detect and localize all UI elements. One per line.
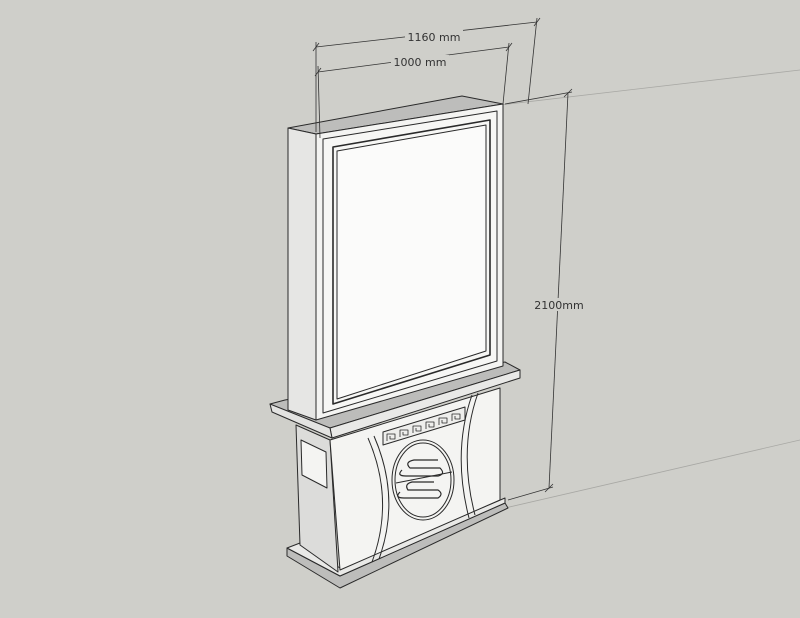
medallion-inner: [394, 442, 452, 518]
front-arc-right: [466, 392, 479, 516]
front-arc-right-inner: [460, 394, 473, 519]
dimension-height: [504, 88, 573, 501]
dimension-label-2100: 2100mm: [534, 299, 583, 312]
greek-key-pattern: [386, 413, 461, 441]
frame-panel: [336, 124, 487, 400]
label-bg: [391, 55, 449, 68]
front-arc-left-inner: [373, 435, 390, 560]
label-bg: [534, 298, 584, 311]
medallion: [391, 439, 455, 521]
shelf-side: [269, 403, 333, 439]
base-side-window: [300, 439, 328, 489]
front-arc-left: [367, 437, 383, 563]
axis-guides: [499, 69, 800, 509]
greek-key-frieze: [382, 406, 466, 446]
dimension-label-1160: 1160 mm: [408, 31, 461, 44]
dimension-label-1000: 1000 mm: [394, 56, 447, 69]
light-box: [287, 95, 504, 421]
box-side: [287, 127, 317, 421]
label-bg: [405, 30, 463, 43]
medallion-motif: [397, 459, 444, 499]
base-cabinet: [286, 387, 509, 589]
